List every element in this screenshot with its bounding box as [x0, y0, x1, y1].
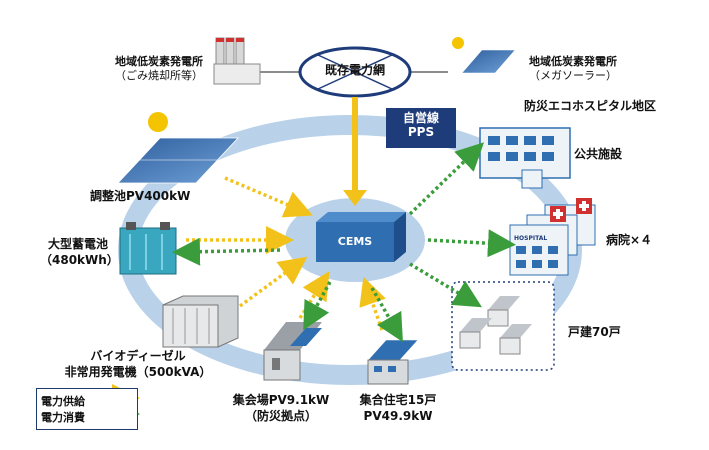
supply-arrow-pv [224, 176, 313, 218]
regulating-pond-pv-icon [117, 112, 239, 184]
incinerator-plant-icon [213, 37, 261, 85]
pps-line1: 自営線 [402, 111, 439, 125]
houses-label: 戸建70戸 [568, 325, 621, 339]
pv-regulating-label: 調整池PV400kW [90, 189, 191, 203]
detached-houses-icon [459, 296, 532, 355]
legend-supply-label: 電力供給 [41, 395, 85, 408]
existing-grid-label: 既存電力網 [324, 63, 385, 77]
bio-label-line1: バイオディーゼル [90, 349, 186, 363]
plant-right-subtitle: （メガソーラー） [529, 69, 617, 82]
consume-arrow-apartment [370, 287, 403, 343]
plant-left-title: 地域低炭素発電所 [115, 55, 203, 68]
cems-box [316, 212, 406, 262]
public-facility-label: 公共施設 [574, 147, 623, 161]
bio-label-line2: 非常用発電機（500kVA） [64, 365, 212, 379]
battery-icon [119, 222, 177, 275]
mega-solar-icon [452, 37, 516, 74]
battery-label-line2: （480kWh） [40, 253, 119, 267]
hospital-icon [509, 198, 596, 276]
bio-diesel-generator-icon [162, 295, 239, 348]
consume-arrow-public [408, 142, 485, 216]
legend: 電力供給 電力消費 [36, 388, 138, 430]
grid-to-cems-arrowhead [343, 190, 367, 206]
apartment-icon [367, 339, 419, 385]
pps-line2: PPS [407, 125, 435, 140]
hospital-sign: HOSPITAL [514, 235, 548, 242]
apartment-label-line2: PV49.9kW [363, 409, 433, 423]
hall-label-line1: 集会場PV9.1kW [232, 393, 330, 407]
battery-label-line1: 大型蓄電池 [47, 237, 108, 251]
cems-label: CEMS [337, 235, 373, 248]
public-facility-icon [479, 127, 571, 189]
consume-arrow-battery [172, 237, 281, 266]
district-title: 防災エコホスピタル地区 [524, 99, 657, 113]
grid-cross-2 [317, 54, 393, 90]
consume-arrow-hall [303, 281, 332, 331]
pps-box: 自営線 PPS [386, 108, 456, 148]
plant-left-subtitle: （ごみ焼却所等） [115, 69, 203, 82]
hospital-label: 病院×４ [606, 233, 653, 247]
supply-arrow-bio [238, 256, 308, 308]
hall-label-line2: （防災拠点） [244, 409, 317, 423]
consume-arrow-hospital [427, 229, 516, 258]
apartment-label-line1: 集合住宅15戸 [359, 393, 437, 407]
plant-right-title: 地域低炭素発電所 [529, 55, 617, 68]
legend-consume-label: 電力消費 [41, 411, 85, 424]
